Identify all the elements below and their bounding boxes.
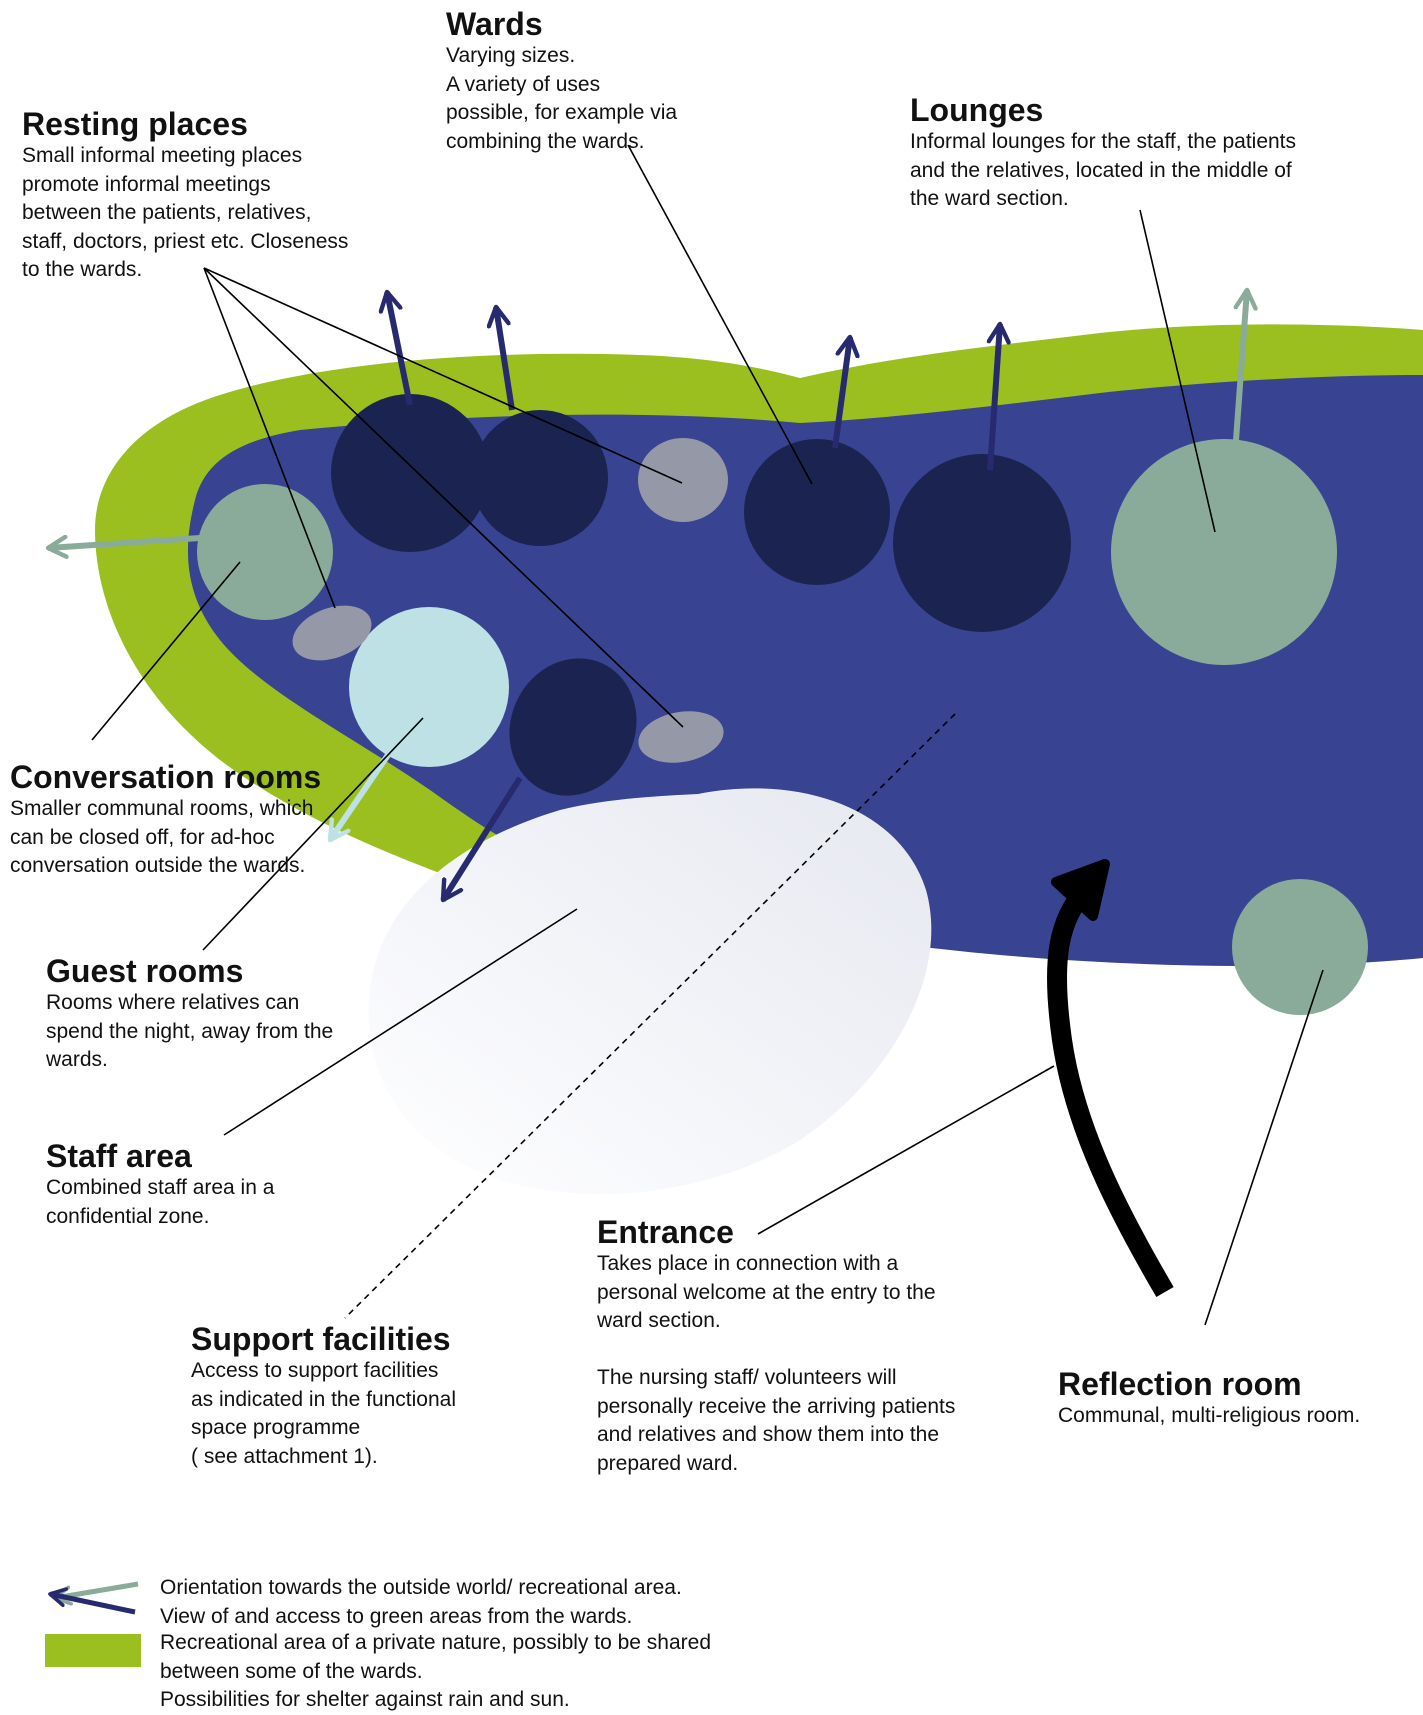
- entrance-label: Entrance Takes place in connection with …: [597, 1214, 955, 1478]
- leader-staff: [223, 908, 578, 1136]
- support-facilities-title: Support facilities: [191, 1321, 451, 1357]
- guest-rooms-text: Rooms where relatives can spend the nigh…: [46, 991, 334, 1071]
- orientation-arrow-5: [440, 776, 523, 900]
- leader-guest: [202, 717, 424, 951]
- legend-green-text: Recreational area of a private nature, p…: [160, 1631, 711, 1711]
- wards-label: Wards Varying sizes. A variety of uses p…: [446, 6, 677, 156]
- guest-rooms-label: Guest rooms Rooms where relatives can sp…: [46, 953, 333, 1075]
- conversation-room: [197, 484, 333, 620]
- orientation-arrow-7: [48, 538, 201, 548]
- leader-lounges: [1139, 209, 1216, 533]
- orientation-arrow-2: [496, 307, 515, 411]
- conversation-rooms-text: Smaller communal rooms, which can be clo…: [10, 797, 314, 877]
- entrance-arrow: [1046, 883, 1174, 1298]
- legend-green-swatch: [45, 1634, 141, 1667]
- lounge: [1111, 439, 1337, 665]
- conversation-rooms-label: Conversation rooms Smaller communal room…: [10, 759, 321, 881]
- resting-place-1: [638, 438, 728, 522]
- lounges-label: Lounges Informal lounges for the staff, …: [910, 92, 1296, 214]
- ward-2: [472, 410, 608, 546]
- entrance-title: Entrance: [597, 1214, 734, 1250]
- support-facilities-label: Support facilities Access to support fac…: [191, 1321, 456, 1471]
- resting-place-3: [638, 711, 724, 763]
- leader-wards: [627, 144, 813, 485]
- orientation-arrow-8: [327, 750, 393, 840]
- reflection-room: [1232, 879, 1368, 1015]
- legend-arrows-text: Orientation towards the outside world/ r…: [160, 1576, 682, 1628]
- leader-resting-2: [203, 267, 683, 484]
- ward-5: [509, 658, 637, 796]
- leader-resting-1: [203, 267, 336, 609]
- reflection-room-text: Communal, multi-religious room.: [1058, 1404, 1361, 1427]
- ward-4: [893, 454, 1071, 632]
- leader-reflection: [1204, 969, 1324, 1326]
- reflection-room-title: Reflection room: [1058, 1366, 1302, 1402]
- resting-places-label: Resting places Small informal meeting pl…: [22, 106, 348, 285]
- staff-area-text: Combined staff area in a confidential zo…: [46, 1176, 275, 1228]
- wards-title: Wards: [446, 6, 543, 42]
- conversation-rooms-title: Conversation rooms: [10, 759, 322, 795]
- staff-area-title: Staff area: [46, 1138, 192, 1174]
- wards-text: Varying sizes. A variety of uses possibl…: [446, 44, 678, 153]
- staff-area: [368, 788, 932, 1195]
- reflection-room-label: Reflection room Communal, multi-religiou…: [1058, 1366, 1360, 1431]
- resting-places-text: Small informal meeting places promote in…: [22, 144, 349, 281]
- orientation-arrow-6: [1233, 290, 1247, 441]
- legend-arrow-navy: [50, 1594, 136, 1615]
- guest-rooms-title: Guest rooms: [46, 953, 244, 989]
- support-facilities-text: Access to support facilities as indicate…: [191, 1359, 457, 1468]
- leader-entrance: [757, 1065, 1055, 1235]
- orientation-arrow-1: [387, 292, 413, 406]
- orientation-arrow-3: [832, 337, 850, 449]
- entrance-text: Takes place in connection with a persona…: [597, 1252, 956, 1475]
- ward-3: [744, 439, 890, 585]
- resting-places-title: Resting places: [22, 106, 248, 142]
- ward-1: [331, 394, 489, 552]
- resting-place-2: [292, 605, 372, 661]
- leader-conversation: [91, 561, 241, 741]
- leader-resting-3: [203, 267, 684, 728]
- entrance-arrow-head: [1051, 859, 1110, 921]
- guest-room: [349, 607, 509, 767]
- leader-support: [344, 713, 956, 1319]
- lounges-text: Informal lounges for the staff, the pati…: [910, 130, 1297, 210]
- orientation-arrow-4: [990, 324, 1000, 471]
- staff-area-label: Staff area Combined staff area in a conf…: [46, 1138, 274, 1231]
- lounges-title: Lounges: [910, 92, 1044, 128]
